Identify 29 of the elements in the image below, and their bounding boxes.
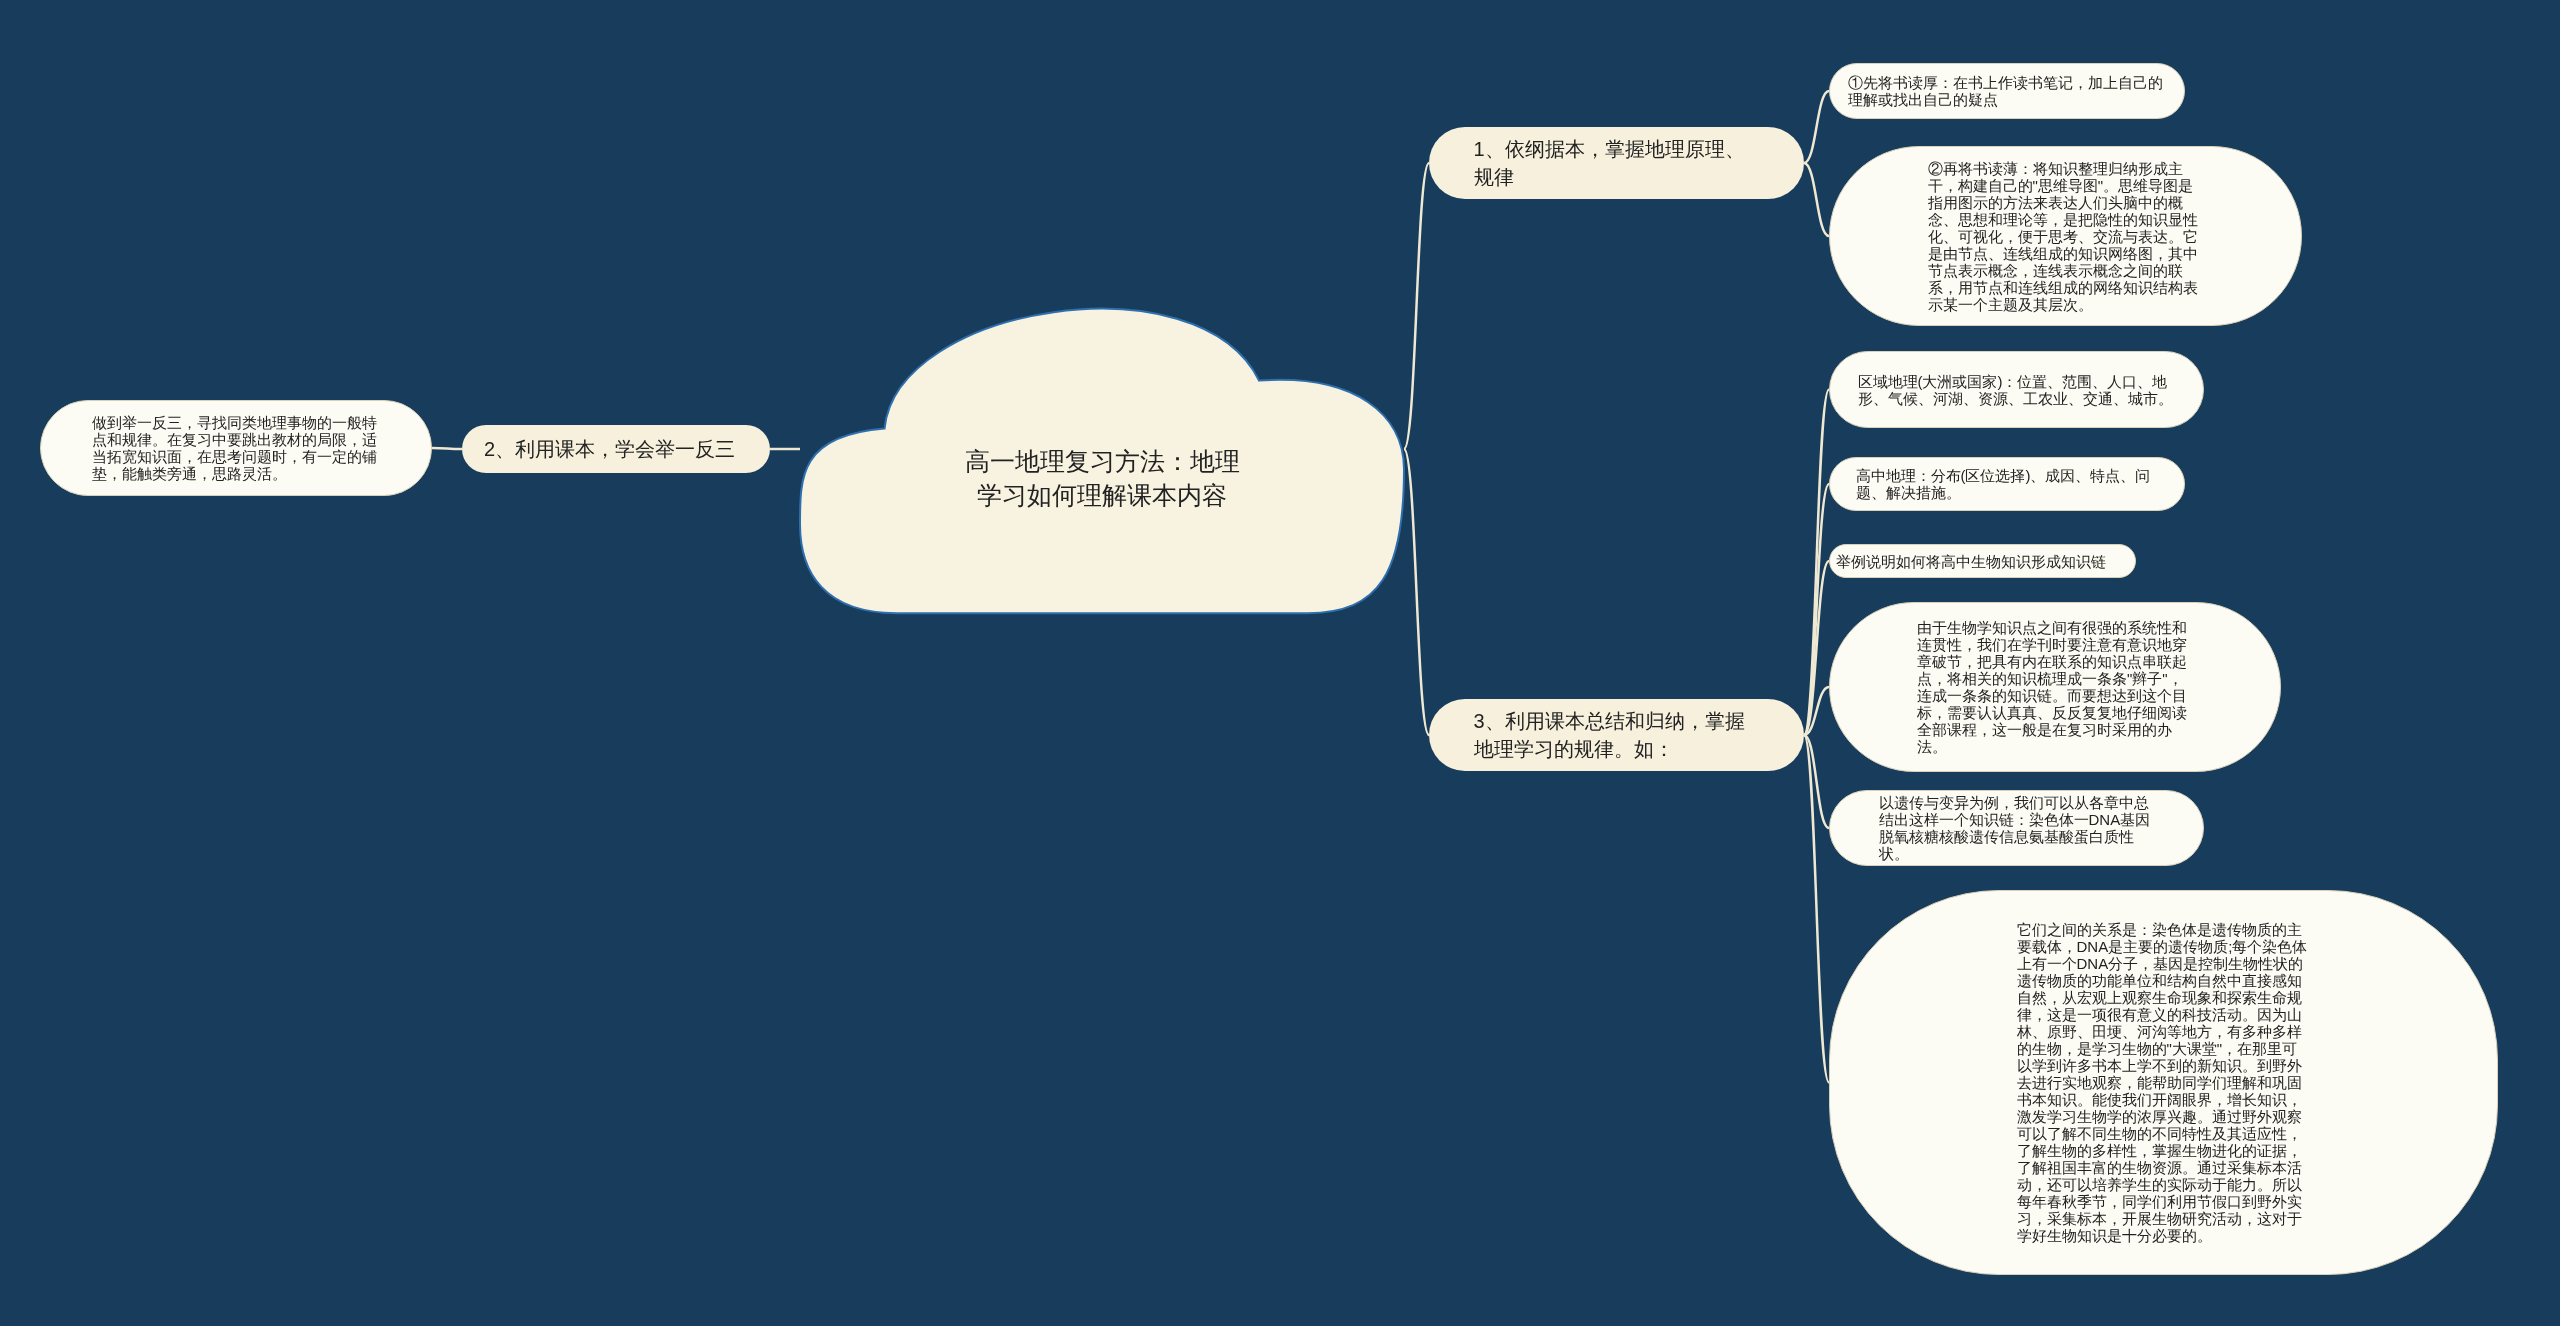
note-text: 由于生物学知识点之间有很强的系统性和连贯性，我们在学刊时要注意有意识地穿章破节，把具有内在联系的知识点串联起点，将相关的知识梳理成一条条"辫子"，连成一条条的知识链。而要想达到这个目标，需要认认真真、反反复复地仔细阅读全部课程，这一般是在复习时采用的办法。 [1917,619,2188,755]
connector-line [1803,161,1830,238]
topic-box [462,425,770,473]
topic-box [1429,127,1804,199]
connector-line [770,447,800,451]
connector-line [1802,734,1831,1083]
connector-line [1803,685,1830,737]
note-bubble [1829,351,2204,428]
topic-text: 3、利用课本总结和归纳，掌握地理学习的规律。如： [1473,709,1746,762]
central-topic-text: 高一地理复习方法：地理学习如何理解课本内容 [963,446,1241,511]
connector-line [1402,162,1431,450]
note-bubble [1829,544,2136,578]
connector-line [1803,89,1830,165]
note-text: ①先将书读厚：在书上作读书笔记，加上自己的理解或找出自己的疑点 [1848,74,2164,108]
note-text: ②再将书读薄：将知识整理归纳形成主干，构建自己的"思维导图"。思维导图是指用图示的方法来表达人们头脑中的概念、思想和理论等，是把隐性的知识显性化、可视化，便于思考、交流与表达。它是由节点、连线组成的知识网络图，其中节点表示概念，连线表示概念之间的联系，用节点和连线组成的网络知识结构表示某一个主题及其层次。 [1927,159,2199,313]
note-text: 高中地理：分布(区位选择)、成因、特点、问题、解决措施。 [1855,467,2152,501]
note-text: 以遗传与变异为例，我们可以从各章中总结出这样一个知识链：染色体一DNA基因脱氧核糖核酸遗传信息氨基酸蛋白质性状。 [1878,794,2152,862]
connector-line [432,446,462,451]
note-text: 做到举一反三，寻找同类地理事物的一般特点和规律。在复习中要跳出教材的局限，适当拓宽知识面，在思考问题时，有一定的铺垫，能触类旁通，思路灵活。 [92,414,378,482]
note-bubble [1829,63,2185,119]
note-text: 举例说明如何将高中生物知识形成知识链 [1836,552,2108,570]
topic-text: 2、利用课本，学会举一反三 [484,437,737,462]
connector-line [1803,733,1830,830]
connector-line [1402,448,1431,736]
note-text: 区域地理(大洲或国家)：位置、范围、人口、地形、气候、河湖、资源、工农业、交通、城市。 [1857,372,2174,407]
note-bubble [1829,457,2185,511]
topic-box [1429,699,1804,771]
note-text: 它们之间的关系是：染色体是遗传物质的主要载体，DNA是主要的遗传物质;每个染色体上有一个DNA分子，基因是控制生物性状的遗传物质的功能单位和结构自然中直接感知自然，从宏观上观察生命现象和探索生命规律，这是一项很有意义的科技活动。因为山林、原野、田埂、河沟等地方，有多种多样的生物，是学习生物的"大课堂"，在那里可以学到许多书本上学不到的新知识。到野外去进行实地观察，能帮助同学们理解和巩固书本知识。能使我们开阔眼界，增长知识，激发学习生物学的浓厚兴趣。通过野外观察可以了解不同生物的不同特性及其适应性，了解生物的多样性，掌握生物进化的证据，了解祖国丰富的生物资源。通过采集标本活动，还可以培养学生的实际动于能力。所以每年春秋季节，同学们利用节假口到野外实习，采集标本，开展生物研究活动，这对于学好生物知识是十分必要的。 [2016,921,2309,1244]
topic-text: 1、依纲据本，掌握地理原理、规律 [1473,137,1746,190]
